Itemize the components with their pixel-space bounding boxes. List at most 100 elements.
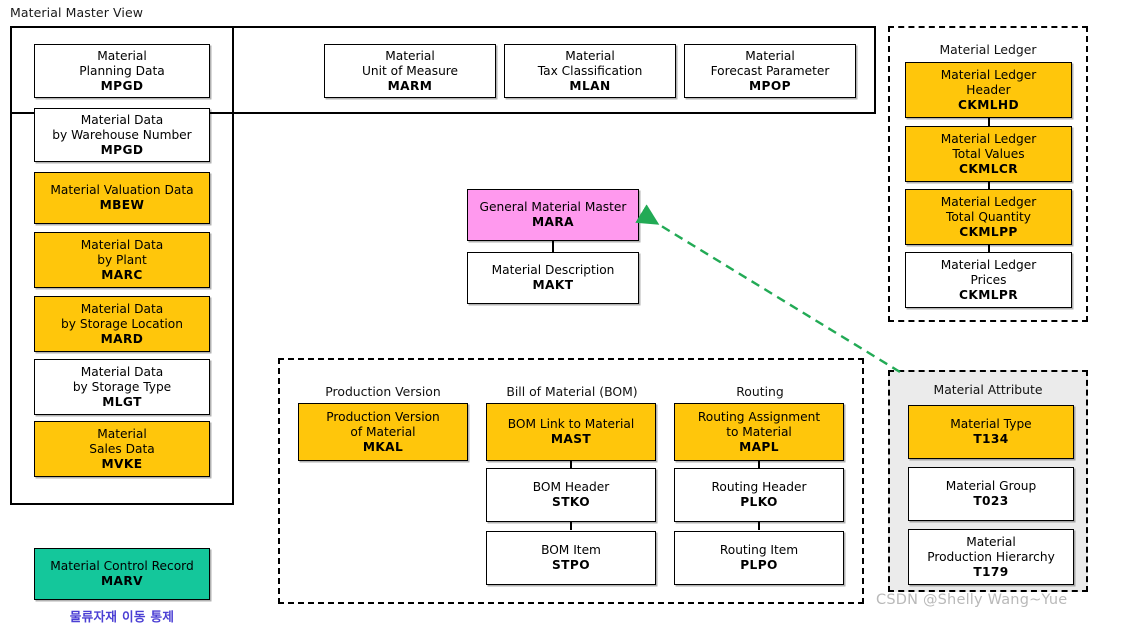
card-line-2: Total Values [952,146,1025,161]
card-material-data-warehouse[interactable]: Material Data by Warehouse Number MPGD [34,108,210,162]
card-line-2: of Material [350,424,416,439]
arrow-material-attribute-to-mara [635,204,901,374]
card-material-data-storage-type[interactable]: Material Data by Storage Type MLGT [34,359,210,415]
card-line-1: BOM Header [532,480,610,494]
korean-caption: 물류자재 이동 통제 [69,609,175,624]
card-code: MAST [550,432,592,446]
card-code: MARD [100,331,144,346]
card-material-control-record[interactable]: Material Control Record MARV [34,548,210,600]
left-group-outline [10,26,234,505]
card-line-2: Prices [970,272,1007,287]
card-routing-item[interactable]: Routing Item PLPO [674,531,844,585]
card-material-tax-classification[interactable]: Material Tax Classification MLAN [504,44,676,98]
card-code: PLKO [740,495,778,509]
card-line-2: by Storage Type [72,379,172,394]
card-material-group[interactable]: Material Group T023 [908,467,1074,521]
card-line-1: Material [745,48,795,63]
card-code: MARV [101,574,143,588]
routing-label: Routing [736,384,784,399]
card-code: CKMLCR [958,161,1018,176]
card-code: STPO [552,558,590,572]
card-line-1: Routing Assignment [697,409,821,424]
card-line-1: Material Control Record [50,559,194,573]
card-material-data-plant[interactable]: Material Data by Plant MARC [34,232,210,288]
card-material-production-hierarchy[interactable]: Material Production Hierarchy T179 [908,529,1074,585]
card-code: STKO [552,495,590,509]
connector-ledger-3 [988,245,990,253]
card-material-ledger-total-values[interactable]: Material Ledger Total Values CKMLCR [905,126,1072,182]
card-bom-item[interactable]: BOM Item STPO [486,531,656,585]
card-material-ledger-header[interactable]: Material Ledger Header CKMLHD [905,62,1072,118]
card-material-forecast-parameter[interactable]: Material Forecast Parameter MPOP [684,44,856,98]
card-material-type[interactable]: Material Type T134 [908,405,1074,459]
card-general-material-master[interactable]: General Material Master MARA [467,189,639,241]
connector-bom-2 [570,522,572,530]
card-line-1: Material Ledger [940,67,1037,82]
card-code: MARA [532,215,574,229]
card-code: MVKE [101,456,143,471]
card-line-2: Planning Data [79,63,165,78]
card-line-1: Routing Header [711,480,807,494]
connector-ledger-1 [988,118,990,126]
card-line-1: Material [97,48,147,63]
card-line-1: Material Ledger [940,131,1037,146]
card-material-sales-data[interactable]: Material Sales Data MVKE [34,421,210,477]
card-code: T179 [973,564,1009,579]
card-line-2: Sales Data [89,441,155,456]
material-ledger-group [888,26,1088,322]
card-code: MPOP [749,78,791,93]
card-code: MAKT [532,278,574,292]
card-code: MPGD [100,78,144,93]
card-production-version-of-material[interactable]: Production Version of Material MKAL [298,403,468,461]
card-line-2: Header [966,82,1011,97]
card-line-2: by Storage Location [61,316,183,331]
card-code: MPGD [100,142,144,157]
card-line-1: BOM Link to Material [507,417,635,431]
card-line-2: Forecast Parameter [710,63,830,78]
card-line-1: Material Ledger [940,194,1037,209]
card-line-1: Material Ledger [940,257,1037,272]
card-line-2: to Material [726,424,792,439]
card-bom-link-to-material[interactable]: BOM Link to Material MAST [486,403,656,461]
card-material-description[interactable]: Material Description MAKT [467,252,639,304]
card-line-2: Unit of Measure [361,63,459,78]
card-code: MAPL [739,439,779,454]
card-code: T134 [973,432,1009,446]
connector-routing-2 [758,522,760,530]
card-material-ledger-total-quantity[interactable]: Material Ledger Total Quantity CKMLPP [905,189,1072,245]
card-code: PLPO [740,558,778,572]
card-material-data-storage-location[interactable]: Material Data by Storage Location MARD [34,296,210,352]
card-material-unit-of-measure[interactable]: Material Unit of Measure MARM [324,44,496,98]
card-line-1: Material [385,48,435,63]
card-code: MARM [387,78,433,93]
card-line-1: Material Data [80,112,164,127]
card-line-2: Tax Classification [537,63,643,78]
card-line-2: by Warehouse Number [52,127,192,142]
connector-bom-1 [570,461,572,469]
connector-ledger-2 [988,182,990,190]
material-ledger-label: Material Ledger [939,42,1037,57]
card-code: MKAL [362,439,404,454]
card-code: CKMLHD [958,97,1019,112]
card-routing-header[interactable]: Routing Header PLKO [674,468,844,522]
card-line-2: Total Quantity [945,209,1031,224]
card-line-1: BOM Item [541,543,601,557]
card-routing-assignment-to-material[interactable]: Routing Assignment to Material MAPL [674,403,844,461]
card-material-valuation-data[interactable]: Material Valuation Data MBEW [34,172,210,224]
watermark-text: CSDN @Shelly Wang~Yue [876,592,1068,608]
material-attribute-label: Material Attribute [933,382,1043,397]
card-code: MBEW [99,198,145,212]
card-material-ledger-prices[interactable]: Material Ledger Prices CKMLPR [905,252,1072,308]
page-title: Material Master View [10,5,144,20]
card-line-1: Material Data [80,301,164,316]
card-line-1: Production Version [326,409,440,424]
card-material-planning-data[interactable]: Material Planning Data MPGD [34,44,210,98]
card-bom-header[interactable]: BOM Header STKO [486,468,656,522]
card-code: MARC [101,267,143,282]
card-line-1: Routing Item [719,543,799,557]
bill-of-material-label: Bill of Material (BOM) [506,384,638,399]
card-line-1: Material Valuation Data [50,183,194,197]
card-code: MLAN [569,78,611,93]
connector-mara-makt [552,241,554,253]
